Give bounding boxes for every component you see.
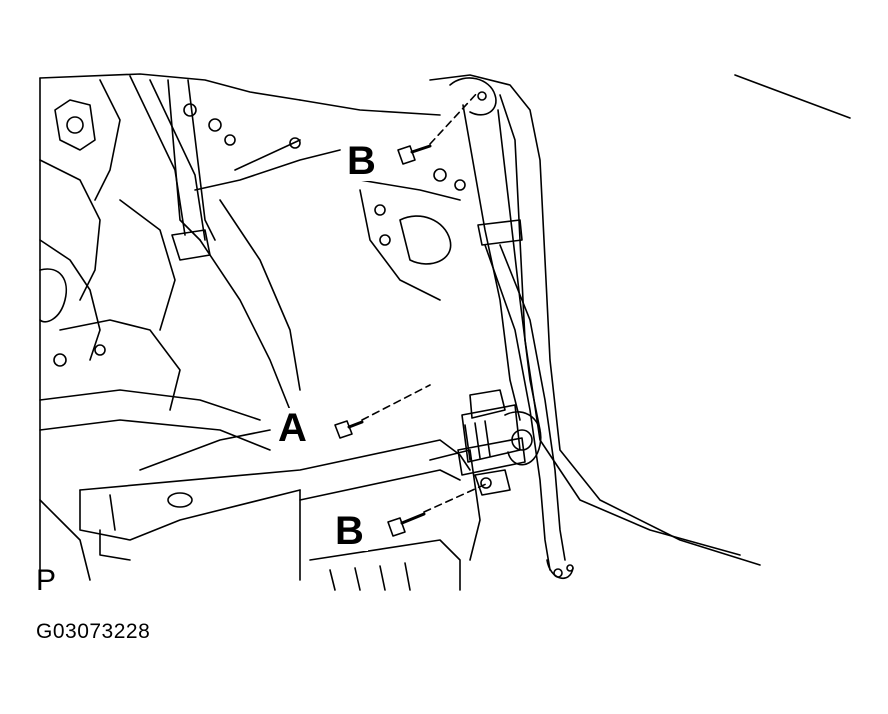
bolt-a-icon: [334, 384, 431, 439]
callout-a: A: [274, 408, 311, 448]
seatbelt-retractor: [457, 389, 542, 496]
left-belt-webbing: [167, 79, 216, 261]
seatbelt-webbing: [449, 77, 574, 580]
bolt-b-bottom-icon: [387, 483, 487, 537]
body-panel-left: [39, 73, 341, 581]
figure-code-label: G03073228: [36, 620, 151, 643]
callout-b-bottom: B: [331, 511, 368, 551]
floor-and-sill: [39, 389, 481, 591]
callout-b-top: B: [343, 141, 380, 181]
bolt-b-top-icon: [397, 91, 479, 165]
view-code-label: P: [36, 564, 57, 597]
